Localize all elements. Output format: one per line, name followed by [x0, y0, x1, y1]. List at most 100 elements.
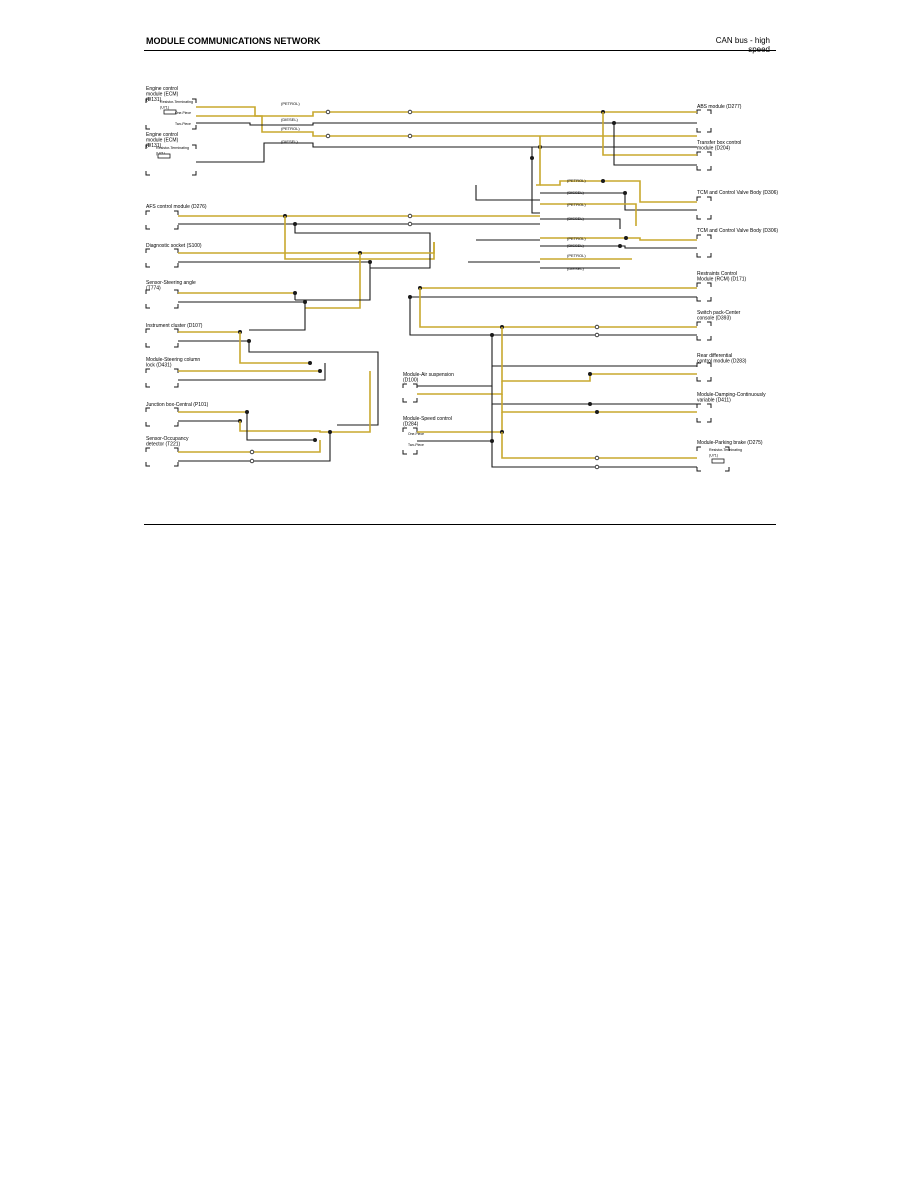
module-abs-corner: [707, 128, 712, 133]
page-subtitle: CAN bus - high speed: [715, 36, 770, 54]
connector-pin: [407, 109, 413, 115]
connector-pin: [594, 464, 600, 470]
can-high-wire: [417, 381, 503, 395]
module-tcm-1-corner: [707, 215, 712, 220]
module-restraints-label: Module (RCM) (D171): [697, 276, 747, 282]
petrol-tag: (PETROL): [567, 253, 586, 258]
module-diag-socket-corner: [145, 263, 150, 268]
module-ecm-diesel-corner: [145, 144, 150, 149]
connector-pin: [325, 109, 331, 115]
two-piece-label: Two-Piece: [175, 122, 191, 126]
module-speed-control-label: (D284): [403, 421, 419, 427]
module-afs-corner: [145, 225, 150, 230]
module-junction-box-corner: [174, 407, 179, 412]
module-afs-corner: [174, 225, 179, 230]
module-transfer-box-label: module (D204): [697, 145, 730, 151]
module-switch-pack-corner: [707, 321, 712, 326]
module-parking-brake-corner: [696, 446, 701, 451]
module-ecm-diesel-label: Engine control: [146, 132, 178, 138]
can-high-wire: [196, 106, 697, 117]
can-low-wire: [491, 441, 697, 468]
can-high-wire: [196, 115, 697, 137]
module-occupancy-label: detector (T221): [146, 441, 181, 447]
module-speed-control-corner: [402, 450, 407, 455]
module-tcm-2-corner: [707, 253, 712, 258]
module-tcm-1-corner: [696, 215, 701, 220]
module-switch-pack-label: Switch pack-Center: [697, 310, 741, 316]
module-afs-corner: [145, 210, 150, 215]
module-restraints-corner: [707, 282, 712, 287]
can-low-wire: [409, 297, 697, 336]
module-rear-diff-corner: [707, 377, 712, 382]
can-high-wire: [305, 253, 361, 309]
module-damping-corner: [696, 403, 701, 408]
module-afs-corner: [174, 210, 179, 215]
module-transfer-box-corner: [707, 166, 712, 171]
module-occupancy-corner: [174, 462, 179, 467]
connector-pin: [407, 221, 413, 227]
petrol-tag: (PETROL): [567, 178, 586, 183]
module-transfer-box-corner: [696, 151, 701, 156]
can-high-wire: [501, 327, 697, 382]
can-low-wire: [196, 122, 697, 126]
splice-dot: [623, 191, 627, 195]
can-high-wire: [178, 440, 321, 453]
module-switch-pack-corner: [696, 321, 701, 326]
module-ecm-petrol-label: module (ECM): [146, 91, 179, 97]
module-occupancy-label: Sensor-Occupancy: [146, 436, 189, 442]
module-steering-angle-corner: [174, 304, 179, 309]
module-tcm-2-corner: [696, 234, 701, 239]
connector-pin: [594, 455, 600, 461]
module-tcm-1-corner: [696, 196, 701, 201]
connector-pin: [407, 133, 413, 139]
module-parking-brake-corner: [725, 446, 730, 451]
module-instrument-cluster-corner: [145, 343, 150, 348]
module-occupancy-corner: [145, 462, 150, 467]
module-diag-socket-label: Diagnostic socket (S100): [146, 243, 202, 249]
module-ecm-diesel-corner: [145, 171, 150, 176]
resistor-label: (U71): [709, 453, 718, 457]
can-low-wire: [540, 192, 697, 211]
connector-pin: [325, 133, 331, 139]
can-low-wire: [248, 341, 379, 426]
module-rear-diff-label: Rear differential: [697, 353, 732, 359]
splice-dot: [318, 369, 322, 373]
module-instrument-cluster-corner: [145, 328, 150, 333]
resistor-label: (U71): [156, 151, 165, 155]
connector-pin: [407, 213, 413, 219]
module-transfer-box-corner: [696, 166, 701, 171]
module-rear-diff-label: control module (D283): [697, 358, 747, 364]
module-restraints-label: Restraints Control: [697, 271, 737, 277]
connector-pin: [594, 324, 600, 330]
module-speed-control-corner: [413, 450, 418, 455]
module-speed-control-corner: [402, 427, 407, 432]
splice-dot: [595, 410, 599, 414]
module-ecm-petrol-corner: [145, 98, 150, 103]
module-steering-column-corner: [145, 368, 150, 373]
can-low-wire: [178, 363, 326, 381]
module-occupancy-corner: [145, 447, 150, 452]
module-ecm-petrol-corner: [192, 98, 197, 103]
module-ecm-petrol-corner: [145, 125, 150, 130]
petrol-tag: (PETROL): [281, 101, 300, 106]
connector-pin: [249, 458, 255, 464]
diesel-tag: (DIESEL): [281, 139, 299, 144]
module-steering-column-corner: [145, 383, 150, 388]
module-ecm-petrol-label: Engine control: [146, 86, 178, 92]
module-damping-label: Module-Damping-Continuously: [697, 392, 766, 398]
page-title: MODULE COMMUNICATIONS NETWORK: [146, 36, 321, 46]
module-damping-corner: [707, 418, 712, 423]
can-low-wire: [295, 262, 371, 301]
module-junction-box-corner: [145, 407, 150, 412]
module-steering-angle-corner: [145, 289, 150, 294]
can-low-wire: [294, 224, 431, 269]
resistor-symbol: [711, 458, 725, 464]
module-junction-box-label: Junction box-Central (P101): [146, 402, 209, 408]
module-parking-brake-corner: [725, 467, 730, 472]
can-low-wire: [475, 185, 540, 201]
module-steering-column-corner: [174, 368, 179, 373]
module-steering-angle-label: Sensor-Steering angle: [146, 280, 196, 286]
splice-dot: [588, 402, 592, 406]
can-low-wire: [178, 432, 331, 462]
